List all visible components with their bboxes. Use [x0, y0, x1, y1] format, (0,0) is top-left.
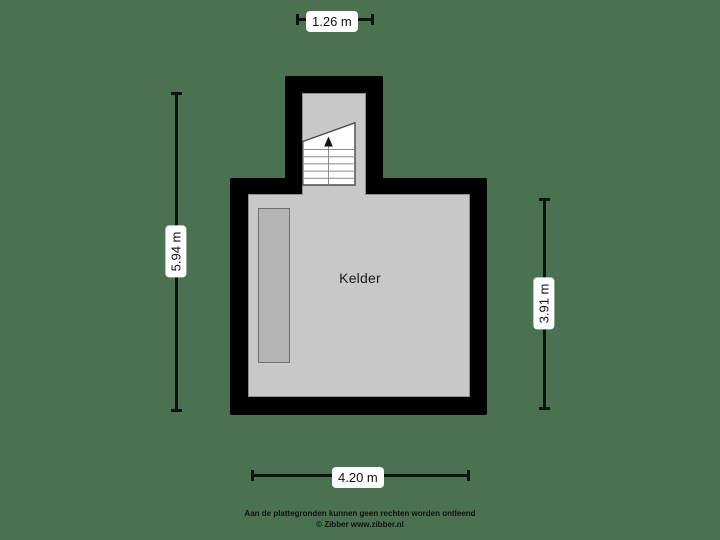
- room-label-kelder: Kelder: [339, 270, 381, 286]
- disclaimer-line-1: Aan de plattegronden kunnen geen rechten…: [244, 509, 476, 518]
- dimension-top-tick-right: [371, 14, 374, 25]
- dimension-bottom-label: 4.20 m: [332, 467, 384, 488]
- dimension-right-tick-bottom: [539, 407, 550, 410]
- floor-area-junction: [303, 188, 365, 202]
- fixture-cabinet: [258, 208, 290, 363]
- dimension-bottom-tick-right: [467, 470, 470, 481]
- dimension-left-tick-top: [171, 92, 182, 95]
- staircase: [302, 122, 356, 186]
- dimension-bottom-tick-left: [251, 470, 254, 481]
- dimension-top-label: 1.26 m: [306, 11, 358, 32]
- up-arrow-icon: [324, 136, 333, 147]
- dimension-right-tick-top: [539, 198, 550, 201]
- copyright-line: © Zibber www.zibber.nl: [316, 520, 404, 529]
- dimension-left-tick-bottom: [171, 409, 182, 412]
- dimension-top-tick-left: [296, 14, 299, 25]
- dimension-left-label: 5.94 m: [165, 225, 187, 278]
- dimension-right-label: 3.91 m: [533, 277, 555, 330]
- disclaimer-footer: Aan de plattegronden kunnen geen rechten…: [0, 508, 720, 530]
